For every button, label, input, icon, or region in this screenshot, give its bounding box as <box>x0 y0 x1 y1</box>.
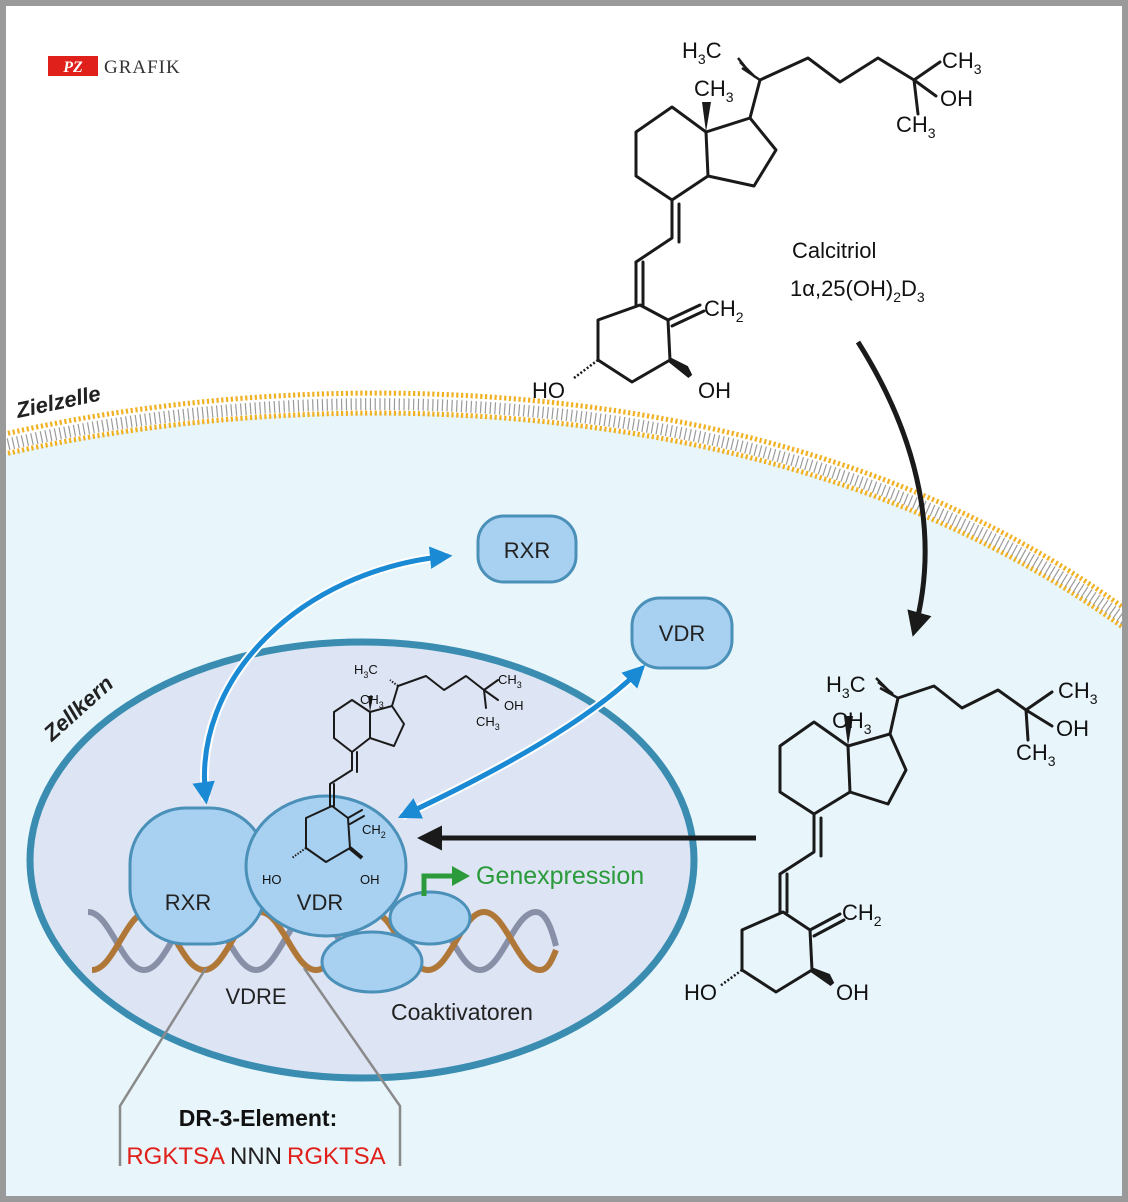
svg-text:HO: HO <box>262 872 282 887</box>
gene-expression-label: Genexpression <box>476 862 644 890</box>
calcitriol-formula: 1α,25(OH)2D3 <box>790 276 925 305</box>
svg-text:HO: HO <box>532 378 565 403</box>
rxr-free-label: RXR <box>504 538 550 563</box>
dr3-title: DR-3-Element: <box>179 1105 337 1131</box>
cell-membrane <box>6 390 1122 630</box>
vdr-shuttle-arrow <box>397 664 646 819</box>
expression-arrow <box>421 873 456 896</box>
vdr-free <box>630 596 734 670</box>
calcitriol-cell-labels: H3C CH3 CH3 OH CH3 CH2 HO OH <box>684 672 1098 1005</box>
calcitriol-structure-cell <box>719 677 1054 994</box>
svg-text:OH: OH <box>940 86 973 111</box>
svg-text:OH: OH <box>360 872 380 887</box>
coactivator-lower <box>320 930 424 994</box>
svg-text:CH3: CH3 <box>896 112 936 141</box>
rxr-free <box>476 514 578 584</box>
svg-text:CH2: CH2 <box>842 900 882 929</box>
zoom-line-right <box>302 967 402 1166</box>
svg-text:CH2: CH2 <box>704 296 744 325</box>
calcitriol-top-labels: H3C CH3 CH3 OH CH3 CH2 HO OH <box>532 38 982 403</box>
svg-text:OH: OH <box>1056 716 1089 741</box>
pz-logo: PZ GRAFIK <box>48 56 181 78</box>
vdr-free-label: VDR <box>659 621 705 646</box>
calcitriol-name: Calcitriol <box>792 238 876 263</box>
rxr-shuttle-arrow <box>192 546 453 805</box>
svg-text:HO: HO <box>684 980 717 1005</box>
svg-text:CH3: CH3 <box>942 48 982 77</box>
zoom-line-left <box>118 967 208 1166</box>
calcitriol-structure-top <box>573 56 942 384</box>
svg-text:H3C: H3C <box>354 662 378 680</box>
calcitriol-nucleus-labels: H3C CH3 CH3 OH CH3 CH2 HO OH <box>262 662 524 887</box>
svg-text:CH3: CH3 <box>360 692 384 710</box>
svg-text:OH: OH <box>504 698 524 713</box>
svg-text:CH3: CH3 <box>476 714 500 732</box>
grafik-label: GRAFIK <box>104 57 181 78</box>
svg-text:CH3: CH3 <box>1058 678 1098 707</box>
svg-text:CH3: CH3 <box>694 76 734 105</box>
pz-badge <box>48 56 98 76</box>
coactivator-upper <box>388 890 472 946</box>
vdr-bound-label: VDR <box>297 890 343 915</box>
svg-text:OH: OH <box>836 980 869 1005</box>
vdre-label: VDRE <box>225 984 286 1009</box>
svg-text:OH: OH <box>698 378 731 403</box>
svg-text:H3C: H3C <box>682 38 722 67</box>
svg-text:H3C: H3C <box>826 672 866 701</box>
pz-badge-text: PZ <box>62 59 83 76</box>
coactivators-label: Coaktivatoren <box>391 999 533 1025</box>
svg-text:CH3: CH3 <box>498 672 522 690</box>
svg-text:CH3: CH3 <box>832 708 872 737</box>
svg-text:CH2: CH2 <box>362 822 386 840</box>
rxr-bound-label: RXR <box>165 890 211 915</box>
calcitriol-structure-nucleus <box>291 675 499 863</box>
svg-text:CH3: CH3 <box>1016 740 1056 769</box>
entry-arrow <box>855 340 932 637</box>
vdr-bound <box>244 794 408 938</box>
